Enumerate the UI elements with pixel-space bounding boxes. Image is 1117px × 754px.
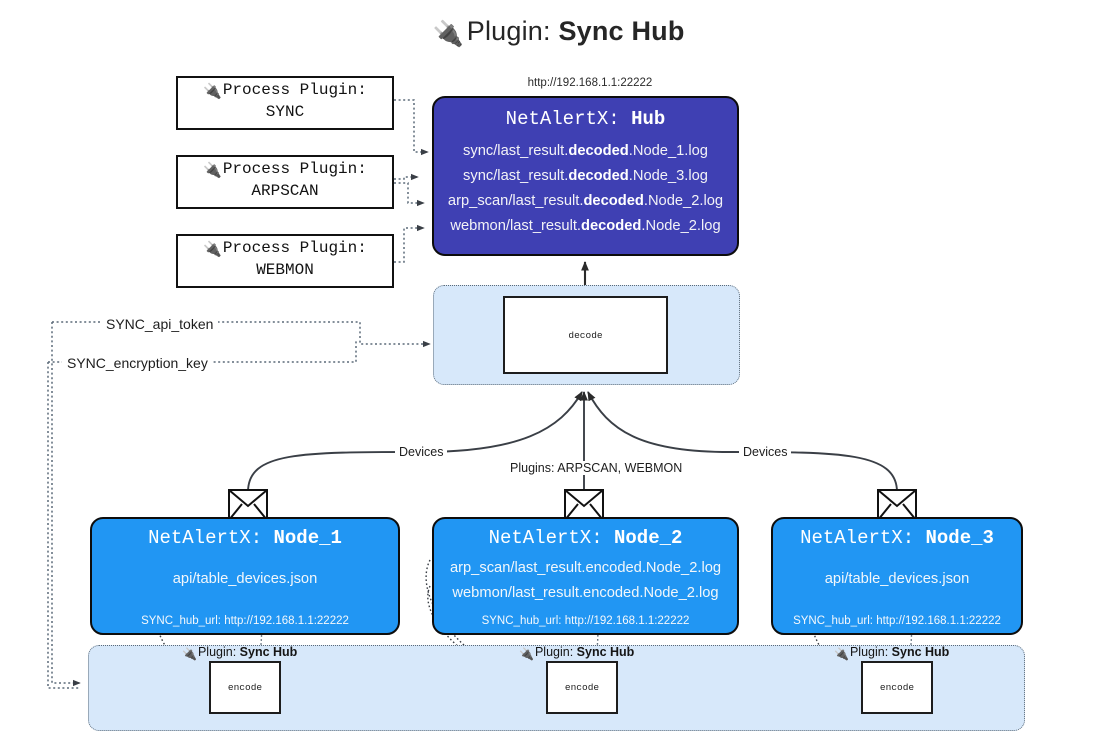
hub-box[interactable]: NetAlertX: Hub sync/last_result.decoded.… xyxy=(432,96,739,256)
plug-icon: 🔌 xyxy=(203,82,222,100)
hub-log-pre: arp_scan/last_result. xyxy=(447,193,584,209)
hub-log-post: .Node_3.log xyxy=(628,168,708,184)
node-title-prefix: NetAlertX: xyxy=(148,527,274,549)
hub-log-pre: sync/last_result. xyxy=(463,168,569,184)
node-line: arp_scan/last_result.encoded.Node_2.log xyxy=(449,560,722,576)
hub-log-bold: decoded xyxy=(568,143,629,159)
page-title: 🔌Plugin: Sync Hub xyxy=(0,16,1117,49)
node-title-prefix: NetAlertX: xyxy=(488,527,614,549)
hub-log-line: sync/last_result.decoded.Node_3.log xyxy=(434,168,737,184)
hub-log-bold: decoded xyxy=(583,193,644,209)
node-title: NetAlertX: Node_2 xyxy=(434,527,737,549)
hub-title-prefix: NetAlertX: xyxy=(505,108,632,130)
node-title: NetAlertX: Node_1 xyxy=(92,527,398,549)
plug-icon: 🔌 xyxy=(182,647,197,661)
hub-log-pre: sync/last_result. xyxy=(463,143,569,159)
hub-log-post: .Node_2.log xyxy=(643,193,724,209)
node-footer: SYNC_hub_url: http://192.168.1.1:22222 xyxy=(141,615,349,627)
hub-log-pre: webmon/last_result. xyxy=(450,218,581,234)
decode-box[interactable]: decode xyxy=(503,296,668,374)
encode-label: encode xyxy=(227,682,263,693)
plug-icon: 🔌 xyxy=(519,647,534,661)
node-box-node-2[interactable]: NetAlertX: Node_2 arp_scan/last_result.e… xyxy=(432,517,739,635)
node-title: NetAlertX: Node_3 xyxy=(773,527,1021,549)
node-line: api/table_devices.json xyxy=(172,571,318,587)
node-to-decode-edges xyxy=(247,391,898,493)
edge-label-devices-right: Devices xyxy=(739,445,792,459)
hub-log-post: .Node_1.log xyxy=(628,143,708,159)
plug-icon: 🔌 xyxy=(203,240,222,258)
node-title-name: Node_1 xyxy=(273,527,342,549)
decode-label: decode xyxy=(568,329,603,341)
node-title-name: Node_3 xyxy=(925,527,994,549)
node-box-node-3[interactable]: NetAlertX: Node_3 api/table_devices.json… xyxy=(771,517,1023,635)
encode-caption: 🔌Plugin: Sync Hub xyxy=(519,645,634,661)
encode-caption-prefix: Plugin: xyxy=(849,645,892,659)
hub-log-post: .Node_2.log xyxy=(641,218,721,234)
page-title-name: Sync Hub xyxy=(558,16,685,46)
node-line: webmon/last_result.encoded.Node_2.log xyxy=(452,585,719,601)
edge-label-plugins: Plugins: ARPSCAN, WEBMON xyxy=(506,461,687,475)
node-title-prefix: NetAlertX: xyxy=(800,527,926,549)
process-plugin-name: SYNC xyxy=(265,103,305,121)
hub-log-bold: decoded xyxy=(581,218,642,234)
process-plugin-box-arpscan[interactable]: 🔌Process Plugin: ARPSCAN xyxy=(176,155,394,209)
encode-caption-name: Sync Hub xyxy=(239,645,298,659)
encode-caption-name: Sync Hub xyxy=(576,645,635,659)
process-plugin-title: Process Plugin: xyxy=(222,81,367,99)
sync-api-token-label: SYNC_api_token xyxy=(101,316,219,332)
hub-log-line: sync/last_result.decoded.Node_1.log xyxy=(434,143,737,159)
process-plugin-name: WEBMON xyxy=(256,261,314,279)
node-line: api/table_devices.json xyxy=(824,571,970,587)
process-plugin-label: 🔌Process Plugin: xyxy=(178,81,392,100)
encode-caption: 🔌Plugin: Sync Hub xyxy=(182,645,297,661)
encode-caption: 🔌Plugin: Sync Hub xyxy=(834,645,949,661)
node-title-name: Node_2 xyxy=(614,527,683,549)
hub-log-line: arp_scan/last_result.decoded.Node_2.log xyxy=(434,193,737,209)
node-footer: SYNC_hub_url: http://192.168.1.1:22222 xyxy=(481,615,690,627)
encode-caption-prefix: Plugin: xyxy=(534,645,577,659)
process-plugin-label: 🔌Process Plugin: xyxy=(178,160,392,179)
sync-encryption-key-label: SYNC_encryption_key xyxy=(62,355,213,371)
node-footer: SYNC_hub_url: http://192.168.1.1:22222 xyxy=(793,615,1001,627)
hub-title-name: Hub xyxy=(631,108,666,130)
plug-icon: 🔌 xyxy=(834,647,849,661)
encode-label: encode xyxy=(879,682,915,693)
encode-caption-prefix: Plugin: xyxy=(197,645,240,659)
encode-caption-name: Sync Hub xyxy=(891,645,950,659)
process-plugin-name: ARPSCAN xyxy=(251,182,319,200)
encode-box[interactable]: encode xyxy=(209,661,281,714)
process-plugin-box-sync[interactable]: 🔌Process Plugin: SYNC xyxy=(176,76,394,130)
process-plugin-title: Process Plugin: xyxy=(222,160,367,178)
encode-label: encode xyxy=(564,682,600,693)
plug-icon: 🔌 xyxy=(203,161,222,179)
node-box-node-1[interactable]: NetAlertX: Node_1 api/table_devices.json… xyxy=(90,517,400,635)
encode-box[interactable]: encode xyxy=(546,661,618,714)
edge-label-devices-left: Devices xyxy=(395,445,448,459)
hub-url-caption: http://192.168.1.1:22222 xyxy=(527,77,653,89)
process-plugin-title: Process Plugin: xyxy=(222,239,367,257)
page-title-prefix: Plugin: xyxy=(466,16,559,46)
encode-box[interactable]: encode xyxy=(861,661,933,714)
process-plugin-box-webmon[interactable]: 🔌Process Plugin: WEBMON xyxy=(176,234,394,288)
hub-log-bold: decoded xyxy=(568,168,629,184)
process-plugin-label: 🔌Process Plugin: xyxy=(178,239,392,258)
plug-icon: 🔌 xyxy=(432,20,464,48)
plugin-to-hub-connectors xyxy=(394,99,429,263)
hub-title: NetAlertX: Hub xyxy=(434,108,737,130)
hub-log-line: webmon/last_result.decoded.Node_2.log xyxy=(434,218,737,234)
